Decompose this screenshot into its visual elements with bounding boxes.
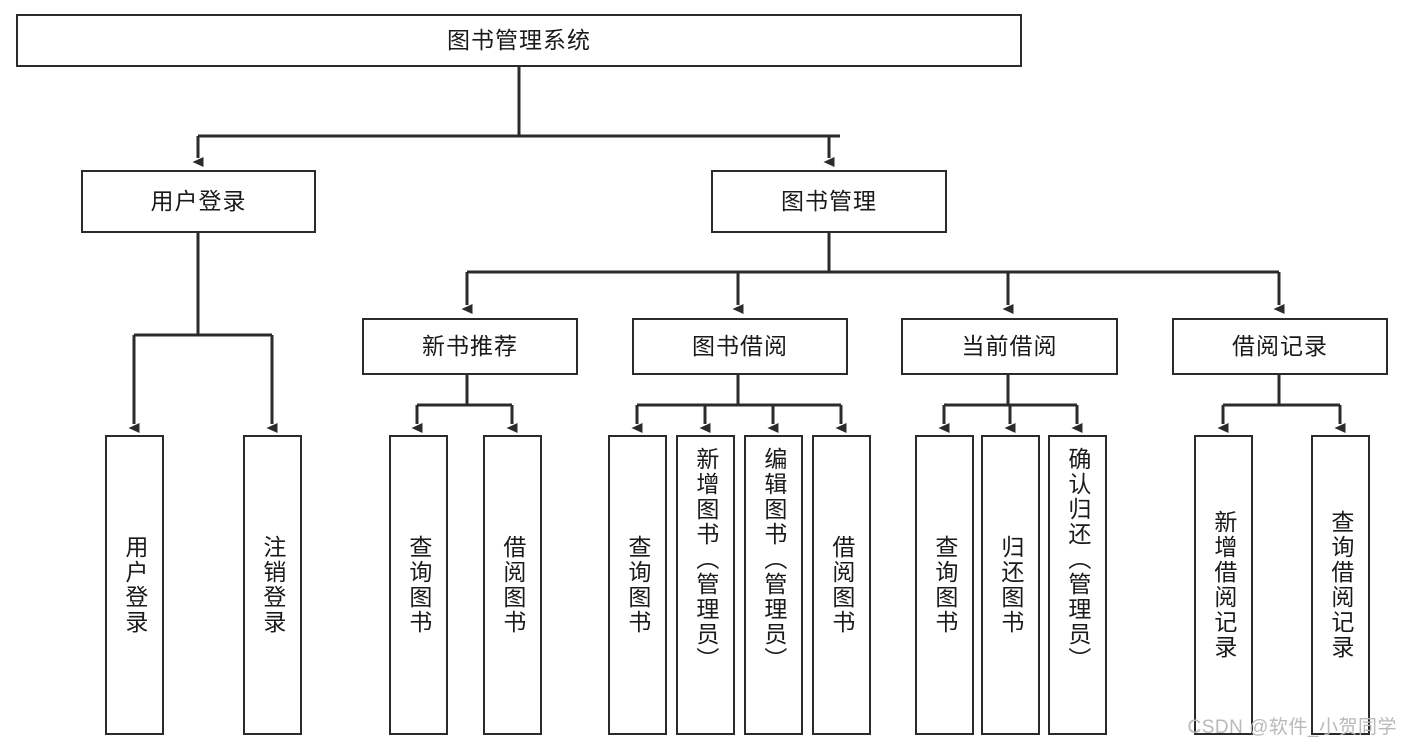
- watermark: CSDN @软件_小贺同学: [1187, 717, 1397, 738]
- leaf-borrow-book-newbook[interactable]: 借阅图书: [483, 435, 542, 735]
- leaf-confirm-return-admin[interactable]: 确认归还（管理员）: [1048, 435, 1107, 735]
- node-new-book-recommend[interactable]: 新书推荐: [362, 318, 578, 375]
- leaf-return-book[interactable]: 归还图书: [981, 435, 1040, 735]
- node-root-label: 图书管理系统: [447, 26, 591, 53]
- node-new-book-recommend-label: 新书推荐: [422, 332, 518, 359]
- node-book-management-label: 图书管理: [781, 187, 877, 214]
- leaf-query-book-newbook[interactable]: 查询图书: [389, 435, 448, 735]
- leaf-query-book-newbook-label: 查询图书: [405, 535, 432, 635]
- node-user-login[interactable]: 用户登录: [81, 170, 316, 233]
- leaf-return-book-label: 归还图书: [997, 535, 1024, 635]
- leaf-add-book-admin[interactable]: 新增图书（管理员）: [676, 435, 735, 735]
- leaf-query-book-borrow[interactable]: 查询图书: [608, 435, 667, 735]
- leaf-borrow-book-borrow-label: 借阅图书: [828, 535, 855, 635]
- node-current-borrow[interactable]: 当前借阅: [901, 318, 1118, 375]
- node-current-borrow-label: 当前借阅: [961, 332, 1058, 359]
- node-borrow-record[interactable]: 借阅记录: [1172, 318, 1388, 375]
- leaf-query-borrow-record-label: 查询借阅记录: [1327, 510, 1354, 660]
- leaf-query-borrow-record[interactable]: 查询借阅记录: [1311, 435, 1370, 735]
- leaf-logout[interactable]: 注销登录: [243, 435, 302, 735]
- node-user-login-label: 用户登录: [150, 187, 247, 214]
- node-book-borrow-label: 图书借阅: [692, 332, 788, 359]
- leaf-add-book-admin-label: 新增图书（管理员）: [692, 447, 719, 672]
- leaf-borrow-book-newbook-label: 借阅图书: [499, 535, 526, 635]
- leaf-edit-book-admin[interactable]: 编辑图书（管理员）: [744, 435, 803, 735]
- leaf-user-login[interactable]: 用户登录: [105, 435, 164, 735]
- leaf-user-login-label: 用户登录: [121, 535, 148, 635]
- leaf-borrow-book-borrow[interactable]: 借阅图书: [812, 435, 871, 735]
- leaf-query-book-borrow-label: 查询图书: [624, 535, 651, 635]
- leaf-query-book-current-label: 查询图书: [931, 535, 958, 635]
- leaf-query-book-current[interactable]: 查询图书: [915, 435, 974, 735]
- leaf-add-borrow-record[interactable]: 新增借阅记录: [1194, 435, 1253, 735]
- leaf-confirm-return-admin-label: 确认归还（管理员）: [1064, 447, 1091, 672]
- leaf-edit-book-admin-label: 编辑图书（管理员）: [760, 447, 787, 672]
- leaf-logout-label: 注销登录: [259, 535, 286, 635]
- node-borrow-record-label: 借阅记录: [1232, 332, 1328, 359]
- node-book-borrow[interactable]: 图书借阅: [632, 318, 848, 375]
- leaf-add-borrow-record-label: 新增借阅记录: [1210, 510, 1237, 660]
- node-root[interactable]: 图书管理系统: [16, 14, 1022, 67]
- node-book-management[interactable]: 图书管理: [711, 170, 947, 233]
